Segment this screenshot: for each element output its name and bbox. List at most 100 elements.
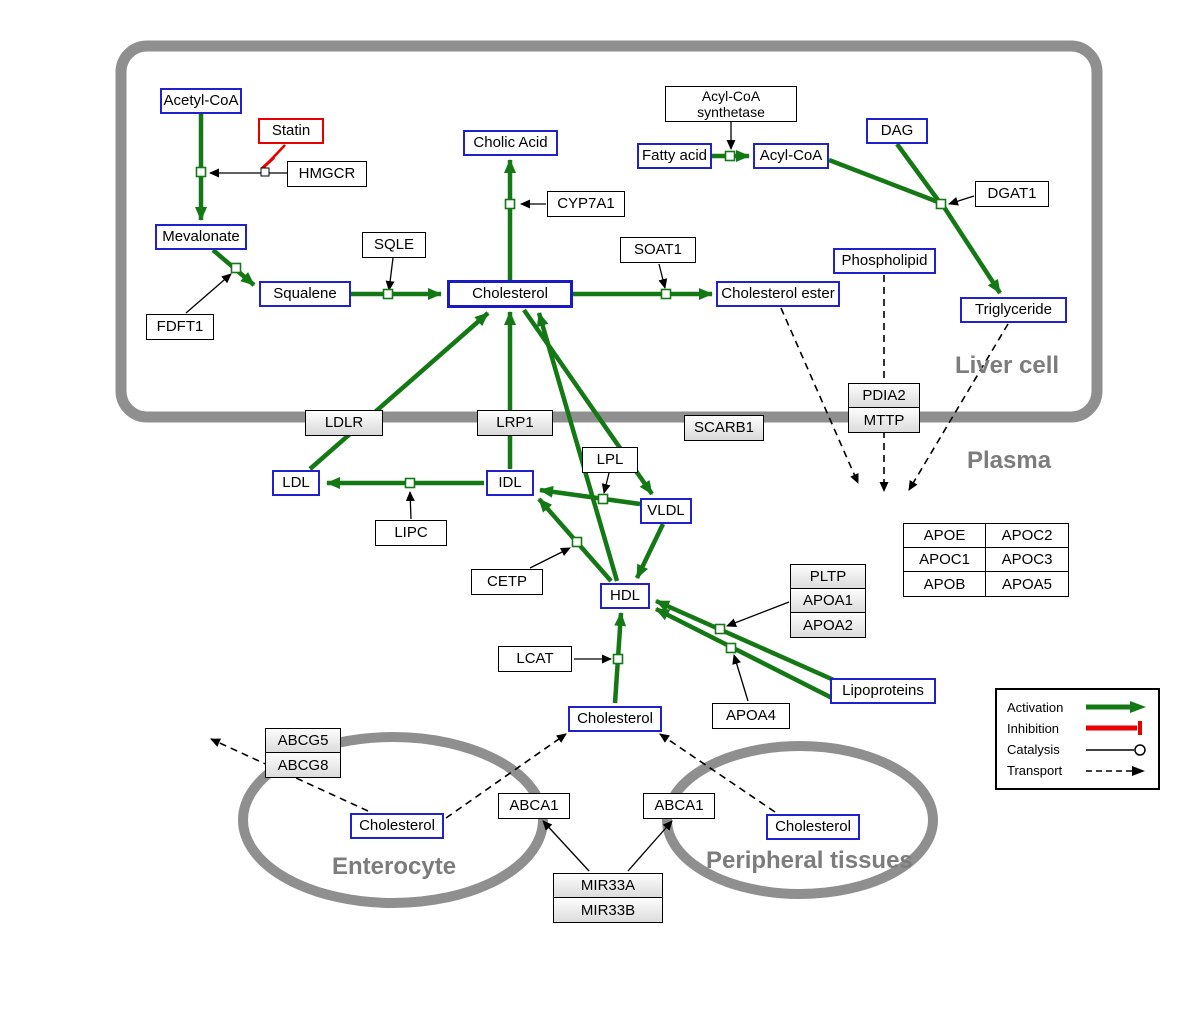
- node-apoa1[interactable]: APOA1: [791, 589, 865, 613]
- reaction-node-acylcoa-synthetase: [724, 150, 736, 162]
- transport-dashed-arrow-icon: [1086, 765, 1145, 776]
- edge-soat1-catalysis: [658, 263, 668, 289]
- apolipoprotein-table: APOE APOC2 APOC1 APOC3 APOB APOA5: [903, 523, 1069, 597]
- reaction-node-cetp: [571, 536, 583, 548]
- node-soat1[interactable]: SOAT1: [620, 237, 696, 263]
- edge-lipc-catalysis: [405, 491, 415, 520]
- enterocyte-membrane: [238, 732, 548, 908]
- node-statin[interactable]: Statin: [258, 118, 324, 144]
- reaction-node-soat1: [660, 288, 672, 300]
- node-abca1-peripheral[interactable]: ABCA1: [643, 793, 715, 819]
- node-abcg8[interactable]: ABCG8: [266, 753, 340, 777]
- liver-cell-label: Liver cell: [955, 352, 1060, 379]
- reaction-node-fdft1: [230, 262, 242, 274]
- node-cholesterol-peripheral[interactable]: Cholesterol: [766, 814, 860, 840]
- legend-transport-label: Transport: [1007, 763, 1063, 779]
- node-abca1-enterocyte[interactable]: ABCA1: [498, 793, 570, 819]
- node-pltp[interactable]: PLTP: [791, 565, 865, 589]
- node-squalene[interactable]: Squalene: [259, 281, 351, 307]
- edge-vldl-to-idl: [539, 485, 641, 507]
- node-dag[interactable]: DAG: [866, 118, 928, 144]
- legend-inhibition-label: Inhibition: [1007, 720, 1060, 736]
- plasma-label: Plasma: [967, 447, 1052, 474]
- stack-mir33a-mir33b: MIR33A MIR33B: [553, 873, 663, 923]
- edge-cetp-catalysis: [529, 547, 571, 569]
- node-fatty-acid[interactable]: Fatty acid: [637, 143, 712, 169]
- node-mttp[interactable]: MTTP: [849, 408, 919, 432]
- node-lipoproteins[interactable]: Lipoproteins: [830, 678, 936, 704]
- node-cetp[interactable]: CETP: [471, 569, 543, 595]
- node-apoa5[interactable]: APOA5: [986, 572, 1068, 596]
- node-dgat1[interactable]: DGAT1: [975, 181, 1049, 207]
- peripheral-tissues-label: Peripheral tissues: [706, 847, 913, 874]
- node-idl[interactable]: IDL: [486, 470, 534, 496]
- node-lipc[interactable]: LIPC: [375, 520, 447, 546]
- edge-pltp-apoa-catalysis: [726, 601, 790, 627]
- node-phospholipid[interactable]: Phospholipid: [833, 248, 936, 274]
- node-apob[interactable]: APOB: [904, 572, 986, 596]
- peripheral-tissues-membrane: [662, 741, 938, 899]
- node-mevalonate[interactable]: Mevalonate: [155, 224, 247, 250]
- node-cholesterol-liver[interactable]: Cholesterol: [447, 280, 573, 308]
- legend-row-catalysis: Catalysis: [1007, 741, 1148, 759]
- node-triglyceride[interactable]: Triglyceride: [960, 297, 1067, 323]
- node-apoc2[interactable]: APOC2: [986, 524, 1068, 548]
- node-acyl-coa[interactable]: Acyl-CoA: [753, 143, 829, 169]
- node-ldl[interactable]: LDL: [272, 470, 320, 496]
- node-abcg5[interactable]: ABCG5: [266, 729, 340, 753]
- edge-fdft1-catalysis: [185, 273, 232, 314]
- node-lcat[interactable]: LCAT: [498, 646, 572, 672]
- node-mir33a[interactable]: MIR33A: [554, 874, 662, 898]
- node-fdft1[interactable]: FDFT1: [146, 314, 214, 340]
- node-mir33b[interactable]: MIR33B: [554, 898, 662, 922]
- acyl-coa-synthetase-line1: Acyl-CoA: [701, 87, 761, 104]
- legend-row-inhibition: Inhibition: [1007, 719, 1148, 737]
- legend-row-transport: Transport: [1007, 762, 1148, 780]
- edge-lpl-catalysis: [601, 472, 611, 494]
- node-ldlr[interactable]: LDLR: [305, 410, 383, 436]
- node-lrp1[interactable]: LRP1: [477, 410, 553, 436]
- node-scarb1[interactable]: SCARB1: [684, 415, 764, 441]
- node-cholesterol-enterocyte[interactable]: Cholesterol: [350, 813, 444, 839]
- node-cyp7a1[interactable]: CYP7A1: [547, 191, 625, 217]
- edge-acylcoa-to-dgat1-node: [828, 157, 939, 205]
- stack-pltp-apoa1-apoa2: PLTP APOA1 APOA2: [790, 564, 866, 638]
- node-lpl[interactable]: LPL: [582, 447, 638, 473]
- acyl-coa-synthetase-line2: synthetase: [697, 104, 765, 120]
- stack-pdia2-mttp: PDIA2 MTTP: [848, 383, 920, 433]
- transport-cholesterolester-to-plasma: [780, 307, 859, 484]
- node-hmgcr[interactable]: HMGCR: [287, 161, 367, 187]
- edge-apoa4-catalysis: [732, 654, 749, 702]
- node-vldl[interactable]: VLDL: [640, 498, 692, 524]
- edge-hdl-to-liver-cholesterol: [536, 312, 620, 582]
- node-sqle[interactable]: SQLE: [362, 232, 426, 258]
- node-acyl-coa-synthetase[interactable]: Acyl-CoA synthetase: [665, 86, 797, 122]
- node-pdia2[interactable]: PDIA2: [849, 384, 919, 408]
- edge-ldl-via-ldlr-to-cholesterol: [308, 311, 490, 471]
- edge-vldl-to-hdl: [634, 523, 666, 579]
- node-apoa4[interactable]: APOA4: [712, 703, 790, 729]
- transport-enterocyte-cholesterol-to-plasma: [445, 733, 567, 819]
- node-apoa2[interactable]: APOA2: [791, 613, 865, 637]
- edge-sqle-catalysis: [385, 257, 395, 291]
- node-acetyl-coa[interactable]: Acetyl-CoA: [160, 88, 242, 114]
- legend-catalysis-label: Catalysis: [1007, 742, 1060, 758]
- node-cholesterol-plasma[interactable]: Cholesterol: [568, 706, 662, 732]
- stack-abcg5-abcg8: ABCG5 ABCG8: [265, 728, 341, 778]
- statin-inhibition-tbar: [260, 156, 276, 170]
- reaction-node-hmgcr: [195, 166, 207, 178]
- edge-lipoproteins-to-hdl-upper: [655, 598, 837, 684]
- inhibition-tbar-icon: [1086, 721, 1142, 736]
- liver-cell-membrane: [115, 40, 1103, 423]
- node-apoe[interactable]: APOE: [904, 524, 986, 548]
- node-cholesterol-ester[interactable]: Cholesterol ester: [716, 281, 840, 307]
- enterocyte-label: Enterocyte: [332, 853, 457, 880]
- node-hdl[interactable]: HDL: [600, 583, 650, 609]
- reaction-node-lipc: [404, 477, 416, 489]
- node-apoc3[interactable]: APOC3: [986, 548, 1068, 572]
- edge-lipoproteins-to-hdl-lower: [654, 606, 842, 705]
- node-cholic-acid[interactable]: Cholic Acid: [463, 130, 558, 156]
- node-apoc1[interactable]: APOC1: [904, 548, 986, 572]
